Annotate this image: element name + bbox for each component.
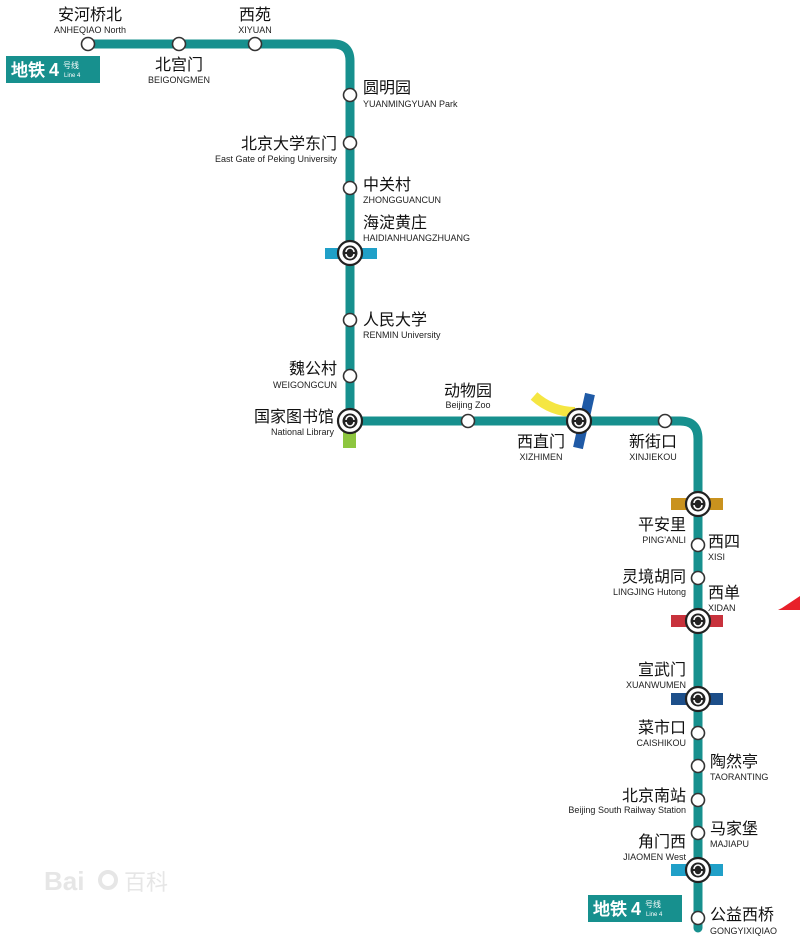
station-label-en: CAISHIKOU [636, 738, 686, 748]
station-label-zh: 马家堡 [710, 820, 758, 838]
badge-suffix: 号线 [645, 899, 661, 909]
station-label-en: XUANWUMEN [626, 680, 686, 690]
station-label-zh: 北宫门 [155, 56, 203, 74]
transfer-icon [574, 415, 584, 427]
station-dot-weigongcun[interactable] [342, 368, 358, 384]
station-label-zh: 中关村 [363, 176, 411, 194]
station-label-en: BEIGONGMEN [148, 75, 210, 85]
transfer-line-xizhimen-yellow [530, 392, 576, 417]
transfer-station-national-library[interactable] [336, 407, 364, 435]
transfer-station-xidan[interactable] [684, 607, 712, 635]
station-label-zh: 新街口 [629, 433, 677, 451]
station-label-en: PING'ANLI [642, 535, 686, 545]
station-label-zh: 海淀黄庄 [363, 214, 427, 232]
transfer-station-haidianhuangzhuang[interactable] [336, 239, 364, 267]
transfer-icon [345, 247, 355, 259]
transfer-station-pinganli[interactable] [684, 490, 712, 518]
transfer-icon [693, 693, 703, 705]
badge-name: 地铁 [11, 60, 45, 81]
badge-number: 4 [631, 899, 641, 919]
paw-icon [98, 870, 118, 890]
station-label-zh: 宣武门 [638, 661, 686, 679]
station-label-zh: 安河桥北 [58, 6, 122, 24]
station-label-en: XISI [708, 552, 725, 562]
badge-name: 地铁 [593, 899, 627, 920]
station-dot-xiyuan[interactable] [247, 36, 263, 52]
station-label-en: TAORANTING [710, 772, 768, 782]
watermark-zh: 百科 [124, 871, 168, 896]
station-label-zh: 西直门 [517, 433, 565, 451]
station-label-en: East Gate of Peking University [215, 154, 338, 164]
station-label-zh: 动物园 [444, 382, 492, 400]
station-dot-xinjiekou[interactable] [657, 413, 673, 429]
station-label-en: WEIGONGCUN [273, 380, 337, 390]
station-dot-caishikou[interactable] [690, 725, 706, 741]
station-label-en: RENMIN University [363, 330, 441, 340]
station-label-en: National Library [271, 427, 335, 437]
transfer-icon [693, 498, 703, 510]
station-dot-gongyixiqiao[interactable] [690, 910, 706, 926]
transfer-icon [693, 615, 703, 627]
station-label-en: GONGYIXIQIAO [710, 926, 777, 936]
station-label-en: LINGJING Hutong [613, 587, 686, 597]
station-label-en: MAJIAPU [710, 839, 749, 849]
station-label-zh: 北京大学东门 [241, 135, 337, 153]
station-label-zh: 国家图书馆 [254, 408, 334, 426]
station-label-zh: 西苑 [239, 6, 271, 24]
station-label-en: ZHONGGUANCUN [363, 195, 441, 205]
station-label-zh: 角门西 [638, 833, 686, 851]
station-label-zh: 菜市口 [638, 719, 686, 737]
station-label-en: XINJIEKOU [629, 452, 677, 462]
station-dot-beida-dongmen[interactable] [342, 135, 358, 151]
transfer-station-jiaomenxi[interactable] [684, 856, 712, 884]
badge-suffix: 号线 [63, 60, 79, 70]
station-label-en: Beijing Zoo [445, 400, 490, 410]
station-dot-lingjing-hutong[interactable] [690, 570, 706, 586]
badge-number: 4 [49, 60, 59, 80]
station-label-zh: 灵境胡同 [622, 567, 686, 586]
transfer-station-xuanwumen[interactable] [684, 685, 712, 713]
station-label-zh: 北京南站 [622, 787, 686, 805]
station-dot-anheqiaobei[interactable] [80, 36, 96, 52]
station-label-zh: 魏公村 [289, 360, 337, 378]
station-dot-dongwuyuan[interactable] [460, 413, 476, 429]
watermark-latin: Bai [44, 866, 84, 896]
station-label-en: ANHEQIAO North [54, 25, 126, 35]
transfer-icon [345, 415, 355, 427]
station-label-zh: 公益西桥 [710, 906, 774, 924]
baidu-watermark: Bai 百科 [44, 866, 168, 896]
station-label-en: JIAOMEN West [623, 852, 686, 862]
station-dot-taoranting[interactable] [690, 758, 706, 774]
station-dot-zhongguancun[interactable] [342, 180, 358, 196]
station-label-en: XIDAN [708, 603, 736, 613]
station-label-zh: 陶然亭 [710, 753, 758, 771]
station-label-zh: 平安里 [638, 516, 686, 534]
station-label-en: XIYUAN [238, 25, 272, 35]
station-label-en: HAIDIANHUANGZHUANG [363, 233, 470, 243]
badge-line-en: Line 4 [64, 73, 81, 79]
transfer-icon [693, 864, 703, 876]
station-label-zh: 圆明园 [363, 80, 411, 97]
transfer-station-xizhimen[interactable] [565, 407, 593, 435]
station-label-zh: 西四 [708, 534, 740, 551]
station-label-zh: 人民大学 [363, 311, 427, 329]
station-dot-majiapu[interactable] [690, 825, 706, 841]
station-dot-xisi[interactable] [690, 537, 706, 553]
badge-line-en: Line 4 [646, 912, 663, 918]
line-badge-bottom: 地铁 4 号线 Line 4 [588, 895, 682, 922]
station-label-en: Beijing South Railway Station [568, 805, 686, 815]
station-label-en: XIZHIMEN [519, 452, 562, 462]
station-label-en: YUANMINGYUAN Park [363, 99, 458, 109]
station-dot-yuanmingyuan[interactable] [342, 87, 358, 103]
line-badge-top: 地铁 4 号线 Line 4 [6, 56, 100, 83]
station-label-zh: 西单 [708, 584, 740, 602]
station-dot-renmin-daxue[interactable] [342, 312, 358, 328]
station-dot-beigongmen[interactable] [171, 36, 187, 52]
offscreen-line-marker [778, 596, 800, 610]
station-dot-beijing-south[interactable] [690, 792, 706, 808]
